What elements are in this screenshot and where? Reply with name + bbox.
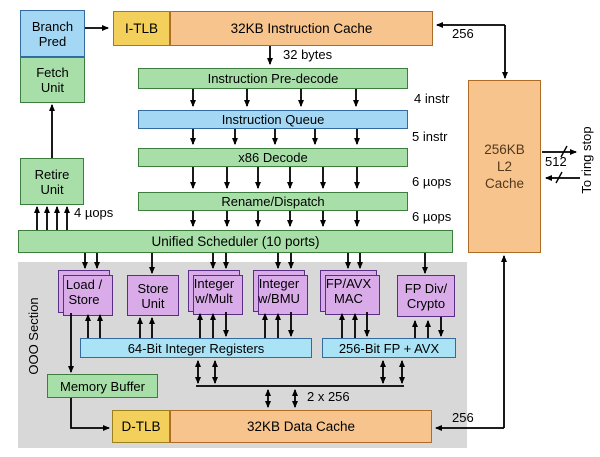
width-5instr-label: 5 instr bbox=[412, 129, 448, 144]
fp-avx-mac-unit-box: FP/AVX MAC bbox=[320, 270, 380, 315]
to-ring-stop-label: To ring stop bbox=[579, 126, 594, 194]
fp-div-crypto-unit-box: FP Div/ Crypto bbox=[397, 275, 455, 317]
bus-width-256-bottom-label: 256 bbox=[452, 410, 474, 425]
l2-cache-box: 256KB L2 Cache bbox=[468, 80, 541, 253]
width-6uops-label-1: 6 µops bbox=[412, 174, 452, 189]
bus-width-256-top-label: 256 bbox=[452, 26, 474, 41]
dtlb-box: D-TLB bbox=[112, 410, 170, 443]
load-store-unit-box: Load / Store bbox=[58, 270, 113, 316]
integer-mult-unit-box: Integer w/Mult bbox=[188, 270, 243, 315]
ooo-section-label: OOO Section bbox=[26, 297, 41, 375]
fetch-unit-box: Fetch Unit bbox=[20, 57, 85, 103]
instruction-cache-box: 32KB Instruction Cache bbox=[170, 11, 433, 46]
integer-bmu-unit-box: Integer w/BMU bbox=[253, 270, 308, 315]
bus-width-32bytes-label: 32 bytes bbox=[283, 47, 333, 62]
width-6uops-label-2: 6 µops bbox=[412, 209, 452, 224]
data-cache-box: 32KB Data Cache bbox=[170, 410, 432, 443]
store-unit-box: Store Unit bbox=[127, 275, 179, 316]
fp-avx-registers-box: 256-Bit FP + AVX bbox=[322, 338, 456, 358]
branch-predictor-box: Branch Pred bbox=[20, 10, 85, 57]
instruction-queue-box: Instruction Queue bbox=[138, 110, 408, 129]
width-4uops-label: 4 µops bbox=[74, 205, 114, 220]
memory-buffer-box: Memory Buffer bbox=[47, 374, 158, 398]
x86-decode-box: x86 Decode bbox=[138, 148, 408, 167]
width-4instr-label: 4 instr bbox=[414, 91, 450, 106]
retire-unit-box: Retire Unit bbox=[20, 158, 84, 205]
predecode-box: Instruction Pre-decode bbox=[138, 68, 408, 89]
bus-width-2x256-label: 2 x 256 bbox=[307, 389, 350, 404]
integer-registers-box: 64-Bit Integer Registers bbox=[80, 338, 312, 358]
itlb-box: I-TLB bbox=[113, 11, 170, 46]
bus-width-512-label: 512 bbox=[545, 154, 567, 169]
unified-scheduler-box: Unified Scheduler (10 ports) bbox=[18, 230, 453, 253]
rename-dispatch-box: Rename/Dispatch bbox=[138, 192, 408, 211]
